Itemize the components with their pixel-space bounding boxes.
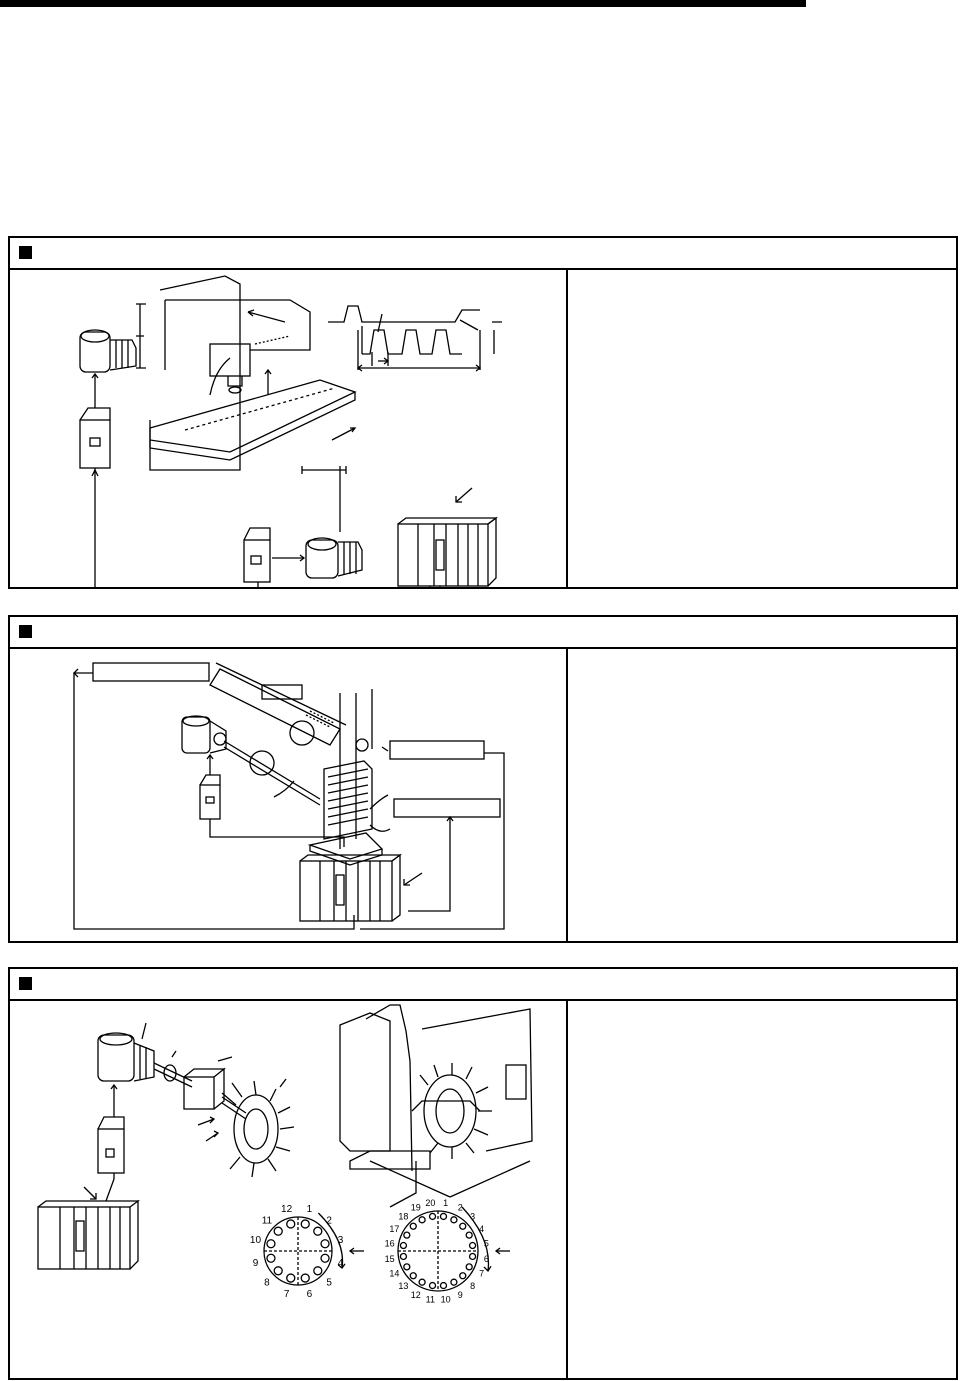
dial-number: 11 — [262, 1215, 273, 1226]
dial-number: 6 — [307, 1289, 313, 1300]
dial-number: 3 — [338, 1235, 344, 1246]
dial-hole — [320, 1253, 330, 1263]
dial-hole — [273, 1266, 283, 1276]
dial-hole — [418, 1216, 426, 1224]
index-pointer-head — [348, 1247, 355, 1255]
panel-divider — [566, 649, 568, 941]
dial-number: 1 — [307, 1204, 313, 1215]
dial-hole — [266, 1253, 276, 1263]
dial-number: 5 — [326, 1278, 332, 1289]
dial-number: 10 — [441, 1295, 451, 1305]
index-pointer-head — [494, 1247, 501, 1255]
panel-header — [10, 617, 956, 649]
rotation-arrow — [461, 1206, 490, 1272]
dial-hole — [266, 1239, 276, 1249]
dial-number: 17 — [389, 1224, 399, 1234]
dial-number: 12 — [411, 1290, 421, 1300]
panel-header — [10, 969, 956, 1001]
dial-hole — [286, 1273, 296, 1283]
panel-header — [10, 238, 956, 270]
dial-hole — [468, 1241, 477, 1250]
dial-number: 8 — [264, 1278, 270, 1289]
dial-hole — [465, 1263, 473, 1271]
dial-number: 10 — [250, 1235, 262, 1246]
dial-number: 12 — [281, 1204, 293, 1215]
dial-hole — [273, 1226, 283, 1236]
dial-number: 19 — [411, 1202, 421, 1212]
panel-xy-table — [8, 236, 958, 589]
rotation-arrowhead — [337, 1263, 346, 1269]
dial-number: 4 — [479, 1224, 484, 1234]
bullet-square-icon — [19, 246, 32, 259]
dial-number: 8 — [470, 1281, 475, 1291]
panel-conveyor — [8, 615, 958, 943]
dial-hole — [313, 1226, 323, 1236]
dial-hole — [399, 1252, 408, 1261]
dial-hole — [399, 1241, 408, 1250]
dial-hole — [450, 1278, 458, 1286]
rotation-arrow — [317, 1212, 344, 1269]
dial-number: 4 — [338, 1258, 344, 1269]
dial-hole — [313, 1266, 323, 1276]
dial-hole — [409, 1272, 417, 1280]
panel-divider — [566, 270, 568, 587]
rotation-arrowhead — [483, 1265, 492, 1273]
bullet-square-icon — [19, 625, 32, 638]
panel-divider — [566, 1001, 568, 1378]
dial-number: 2 — [326, 1215, 332, 1226]
dial-hole — [465, 1231, 473, 1239]
dial-number: 18 — [398, 1212, 408, 1222]
dial-number: 20 — [425, 1198, 435, 1208]
dial-hole — [409, 1222, 417, 1230]
dial-number: 1 — [443, 1198, 448, 1208]
dial-hole — [403, 1231, 411, 1239]
dial-hole — [286, 1219, 296, 1229]
dial-number: 13 — [398, 1281, 408, 1291]
dial-hole — [468, 1252, 477, 1261]
dial-number: 2 — [458, 1202, 463, 1212]
dial-hole — [428, 1281, 437, 1290]
dial-hole — [450, 1216, 458, 1224]
dial-hole — [300, 1273, 310, 1283]
dial-hole — [320, 1239, 330, 1249]
dial-hole — [428, 1212, 437, 1221]
dial-hole — [459, 1222, 467, 1230]
dial-number: 6 — [484, 1254, 489, 1264]
dial-number: 7 — [479, 1268, 484, 1278]
dial-number: 9 — [458, 1290, 463, 1300]
dial-hole — [459, 1272, 467, 1280]
xy-table-illustration — [10, 270, 566, 587]
dial-hole — [418, 1278, 426, 1286]
dial-number: 11 — [426, 1295, 435, 1305]
conveyor-illustration — [10, 649, 566, 941]
bullet-square-icon — [19, 977, 32, 990]
dial-hole — [300, 1219, 310, 1229]
dial-number: 3 — [470, 1212, 475, 1222]
dial-number: 16 — [385, 1238, 395, 1248]
dial-number: 7 — [284, 1289, 290, 1300]
dial-number: 5 — [484, 1238, 489, 1248]
top-rule — [0, 0, 806, 7]
dial-hole — [439, 1281, 448, 1290]
dial-number: 9 — [253, 1258, 259, 1269]
dial-number: 15 — [385, 1254, 395, 1264]
dial-hole — [403, 1263, 411, 1271]
dial-number: 14 — [389, 1268, 399, 1278]
dial-hole — [439, 1212, 448, 1221]
